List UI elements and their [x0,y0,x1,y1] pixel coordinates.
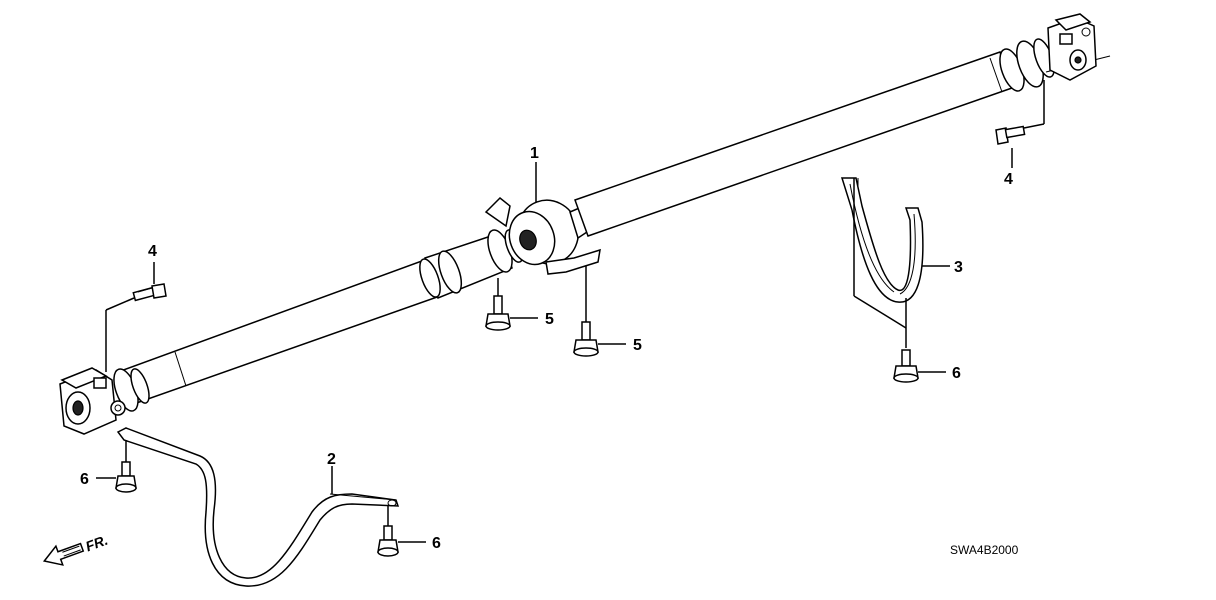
propeller-shaft [59,13,1111,435]
bolt-bearing-right [573,321,599,357]
front-direction-indicator: FR. [42,532,110,566]
callout-label: 6 [952,365,961,382]
front-strap [840,177,924,303]
rear-universal-joint [59,367,150,435]
rear-strap [116,427,400,587]
front-label: FR. [83,532,110,555]
callout-label: 4 [148,243,157,260]
callout-label: 4 [1004,171,1013,188]
front-universal-joint [1047,13,1097,81]
diagram-code: SWA4B2000 [950,543,1019,557]
callout-label: 3 [954,259,963,276]
callout-label: 6 [80,471,89,488]
bolt-strap3 [893,349,919,383]
bolt-strap2-right [377,525,399,557]
callout-labels: 1 2 3 4 4 5 5 6 6 6 [80,145,1013,552]
bolt-rear-joint [132,283,167,302]
callout-label: 2 [327,451,336,468]
callout-label: 5 [633,337,642,354]
front-arrow-icon [42,542,85,566]
bolt-strap2-left [115,461,137,493]
callout-label: 6 [432,535,441,552]
callout-label: 1 [530,145,539,162]
bolt-front-joint [995,125,1026,145]
leader-lines [96,80,1045,543]
callout-label: 5 [545,311,554,328]
bolt-bearing-left [485,295,511,331]
